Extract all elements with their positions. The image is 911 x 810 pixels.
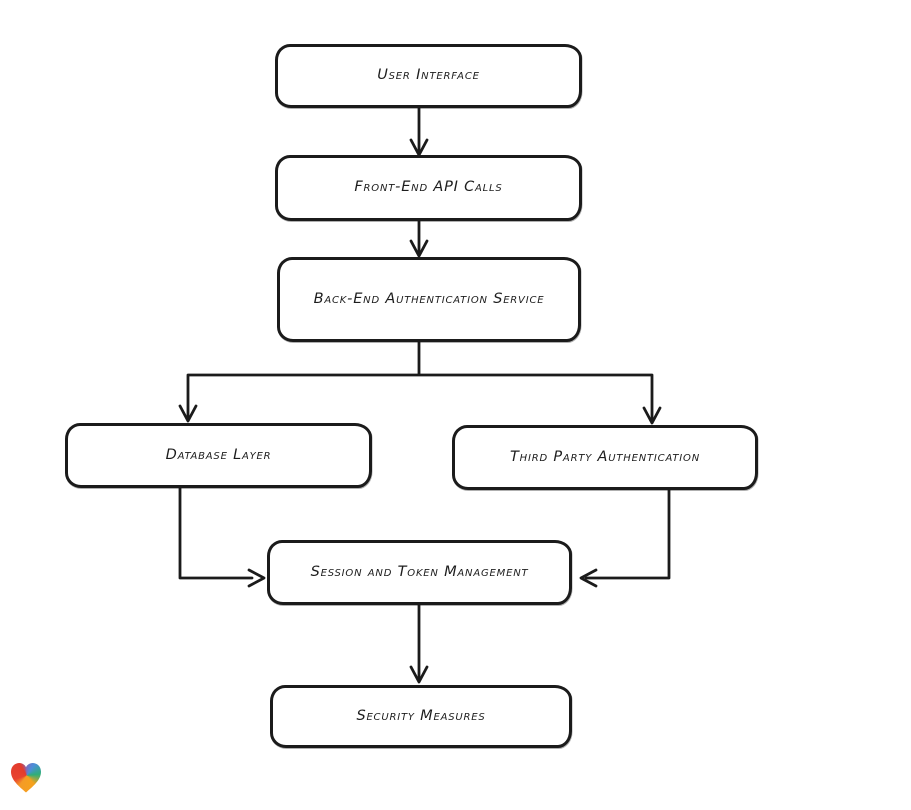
node-label: Back-End Authentication Service — [313, 290, 545, 307]
arrowhead-down-icon — [409, 138, 429, 157]
node-security-measures[interactable]: Security Measures — [270, 685, 572, 748]
brand-logo-link[interactable] — [8, 761, 44, 797]
edge-backend-branch — [186, 338, 654, 422]
node-label: Database Layer — [165, 446, 272, 463]
arrowhead-down-icon — [178, 404, 198, 423]
node-label: Front-End API Calls — [354, 179, 503, 196]
gradient-heart-icon — [8, 761, 44, 797]
node-back-end-authentication-service[interactable]: Back-End Authentication Service — [277, 257, 581, 342]
node-label: Third Party Authentication — [510, 448, 700, 465]
edge-db-to-session — [178, 484, 254, 580]
node-label: User Interface — [377, 67, 480, 84]
node-database-layer[interactable]: Database Layer — [65, 423, 372, 488]
arrowhead-left-icon — [579, 568, 598, 588]
edge-tpa-to-session — [584, 486, 671, 580]
arrowhead-right-icon — [247, 568, 266, 588]
node-user-interface[interactable]: User Interface — [275, 44, 582, 108]
node-third-party-authentication[interactable]: Third Party Authentication — [452, 425, 758, 490]
node-session-and-token-management[interactable]: Session and Token Management — [267, 540, 572, 605]
arrowhead-down-icon — [409, 665, 429, 684]
node-label: Session and Token Management — [310, 563, 529, 580]
arrowhead-down-icon — [642, 406, 662, 425]
node-label: Security Measures — [356, 707, 486, 724]
arrowhead-down-icon — [409, 239, 429, 258]
node-front-end-api-calls[interactable]: Front-End API Calls — [275, 155, 582, 221]
